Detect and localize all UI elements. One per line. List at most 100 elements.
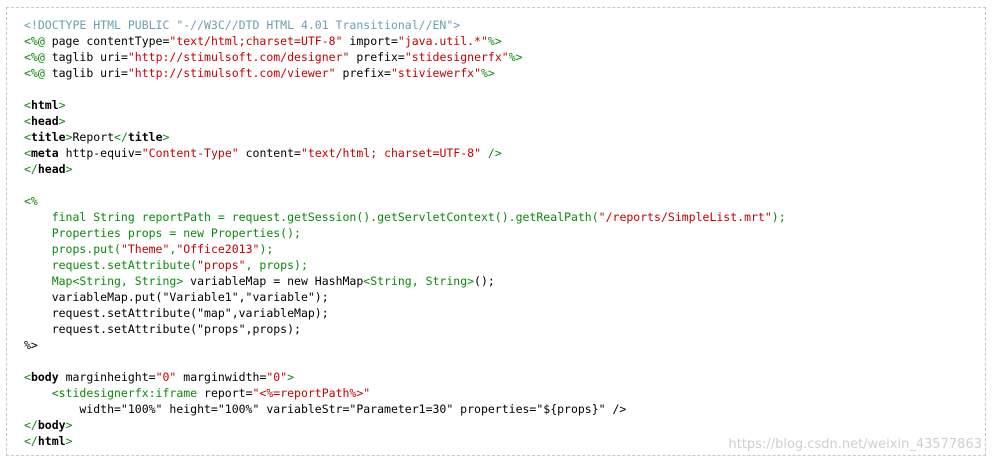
code-line: Map<String, String> variableMap = new Ha…: [24, 273, 786, 289]
code-token: request.setAttribute("map",variableMap);: [24, 306, 329, 320]
code-token: >: [58, 114, 66, 128]
code-line: </body>: [24, 417, 786, 433]
code-token: marginwidth=: [176, 370, 267, 384]
code-token: body: [37, 418, 66, 432]
code-line: [24, 81, 786, 97]
code-token: stidesignerfx:iframe: [58, 386, 198, 400]
code-line: props.put("Theme","Office2013");: [24, 241, 786, 257]
code-line: [24, 353, 786, 369]
code-token: html: [30, 98, 59, 112]
code-token: <!DOCTYPE HTML PUBLIC "-//W3C//DTD HTML …: [24, 18, 461, 32]
code-token: "http://stimulsoft.com/viewer": [127, 66, 336, 80]
code-token: final String reportPath = request.getSes…: [24, 210, 599, 224]
code-token: variableMap.put("Variable1","variable");: [24, 290, 329, 304]
code-token: </: [24, 434, 38, 448]
code-token: head: [37, 162, 66, 176]
code-line: %>: [24, 337, 786, 353]
code-token: Properties props = new Properties();: [24, 226, 301, 240]
code-token: "java.util.*": [397, 34, 488, 48]
code-token: </: [114, 130, 128, 144]
code-token: %>: [481, 66, 495, 80]
code-token: %>: [508, 50, 523, 64]
code-line: final String reportPath = request.getSes…: [24, 209, 786, 225]
code-token: title: [30, 130, 66, 144]
code-token: head: [30, 114, 59, 128]
code-token: %>: [487, 34, 502, 48]
code-line: <%@ taglib uri="http://stimulsoft.com/vi…: [24, 65, 786, 81]
code-token: <%: [24, 194, 38, 208]
code-token: <: [24, 98, 31, 112]
code-token: ();: [474, 274, 495, 288]
code-token: >: [65, 418, 73, 432]
code-token: );: [771, 210, 786, 224]
code-line: <head>: [24, 113, 786, 129]
code-line: <%: [24, 193, 786, 209]
code-line: <meta http-equiv="Content-Type" content=…: [24, 145, 786, 161]
code-line: <body marginheight="0" marginwidth="0">: [24, 369, 786, 385]
code-token: <%@: [24, 34, 52, 48]
code-token: Report: [72, 130, 115, 144]
code-token: </: [24, 418, 38, 432]
code-token: body: [30, 370, 59, 384]
code-token: "Office2013": [176, 242, 260, 256]
code-line: <title>Report</title>: [24, 129, 786, 145]
code-token: request.setAttribute("props",props);: [24, 322, 301, 336]
code-token: "Content-Type": [141, 146, 239, 160]
code-token: );: [259, 242, 274, 256]
code-token: <%@: [24, 50, 52, 64]
code-token: "http://stimulsoft.com/designer": [127, 50, 350, 64]
watermark-text: https://blog.csdn.net/weixin_43577863: [728, 437, 982, 452]
code-token: "0": [266, 370, 288, 384]
code-token: html: [37, 434, 66, 448]
code-token: "stiviewerfx": [390, 66, 481, 80]
code-line: <!DOCTYPE HTML PUBLIC "-//W3C//DTD HTML …: [24, 17, 786, 33]
code-token: />: [481, 146, 502, 160]
code-token: >: [65, 130, 73, 144]
code-token: report=: [197, 386, 253, 400]
code-token: "Theme": [120, 242, 170, 256]
code-line: <%@ page contentType="text/html;charset=…: [24, 33, 786, 49]
code-token: <%@: [24, 66, 52, 80]
code-token: Map<String, String>: [24, 274, 191, 288]
code-token: request.setAttribute(: [24, 258, 198, 272]
code-token: %>: [24, 338, 38, 352]
code-token: , props);: [245, 258, 308, 272]
code-token: title: [127, 130, 163, 144]
code-token: marginheight=: [58, 370, 156, 384]
code-line: request.setAttribute("props", props);: [24, 257, 786, 273]
code-token: <: [24, 114, 31, 128]
code-line: <html>: [24, 97, 786, 113]
code-token: >: [65, 434, 73, 448]
code-token: "text/html;charset=UTF-8": [169, 34, 343, 48]
code-token: taglib uri=: [51, 66, 128, 80]
code-token: http-equiv=: [58, 146, 142, 160]
code-lines: <!DOCTYPE HTML PUBLIC "-//W3C//DTD HTML …: [24, 17, 786, 449]
code-line: <stidesignerfx:iframe report="<%=reportP…: [24, 385, 786, 401]
code-block: <!DOCTYPE HTML PUBLIC "-//W3C//DTD HTML …: [6, 7, 986, 456]
code-token: prefix=: [349, 50, 405, 64]
code-token: >: [58, 98, 66, 112]
code-token: import=: [342, 34, 398, 48]
code-line: </html>: [24, 433, 786, 449]
code-token: props.put(: [24, 242, 121, 256]
code-token: "/reports/SimpleList.mrt": [598, 210, 772, 224]
code-token: <: [24, 386, 59, 400]
code-line: Properties props = new Properties();: [24, 225, 786, 241]
code-token: width="100%" height="100%" variableStr="…: [24, 402, 627, 416]
code-token: variableMap = new HashMap: [190, 274, 364, 288]
code-token: <: [24, 370, 31, 384]
code-token: </: [24, 162, 38, 176]
code-token: <: [24, 130, 31, 144]
code-token: "stidesignerfx": [404, 50, 509, 64]
code-line: variableMap.put("Variable1","variable");: [24, 289, 786, 305]
code-token: >: [287, 370, 295, 384]
code-token: taglib uri=: [51, 50, 128, 64]
code-token: <String, String>: [363, 274, 475, 288]
code-line: </head>: [24, 161, 786, 177]
code-token: prefix=: [335, 66, 391, 80]
code-token: <: [24, 146, 31, 160]
code-line: request.setAttribute("props",props);: [24, 321, 786, 337]
code-token: >: [162, 130, 170, 144]
code-line: [24, 177, 786, 193]
code-token: page contentType=: [51, 34, 170, 48]
